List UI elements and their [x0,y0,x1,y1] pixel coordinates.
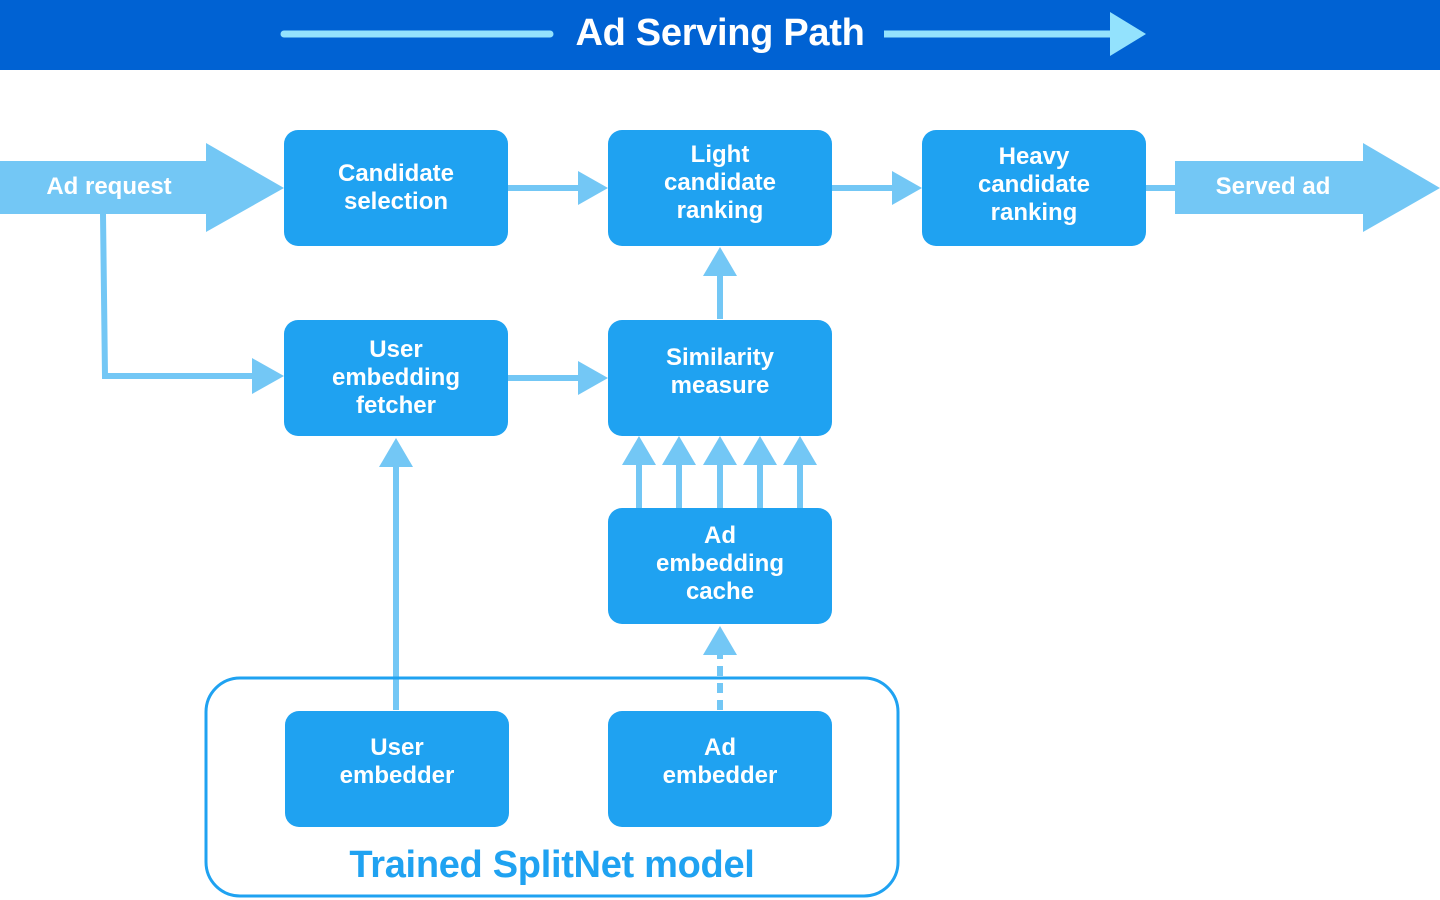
node-user-embedder[interactable]: User embedder [285,711,509,827]
edge-selection-to-light-head [578,171,608,205]
edge-cache-to-similarity-3-head [703,436,737,465]
node-user-embedding-fetcher-label: User embedding fetcher [331,336,460,419]
edge-light-to-heavy-head [892,171,922,205]
model-group-label: Trained SplitNet model [349,844,755,886]
node-ad-embedding-cache-label: Ad embedding cache [655,522,784,605]
node-user-embedding-fetcher[interactable]: User embedding fetcher [284,320,508,436]
node-user-embedder-label: User embedder [339,734,455,789]
node-ad-embedding-cache[interactable]: Ad embedding cache [608,508,832,624]
header-arrow-head [1110,12,1146,56]
node-ad-embedder[interactable]: Ad embedder [608,711,832,827]
edge-cache-to-similarity-2-head [662,436,696,465]
header-arrow [280,12,1146,56]
node-candidate-selection[interactable]: Candidate selection [284,130,508,246]
edge-ad-embedder-to-cache-head [703,626,737,655]
node-similarity-measure-label: Similarity measure [665,344,775,399]
node-heavy-candidate-ranking[interactable]: Heavy candidate ranking [922,130,1146,246]
edge-embedder-to-fetcher-head [379,438,413,467]
node-heavy-candidate-ranking-label: Heavy candidate ranking [977,143,1091,226]
served-ad-arrow [1175,143,1440,232]
header-title: Ad Serving Path [575,12,865,54]
ad-request-arrow [0,143,284,232]
edge-request-to-fetcher [100,213,256,379]
model-group-outline [204,676,900,898]
edge-cache-to-similarity-5-head [783,436,817,465]
header-bar: Ad Serving Path [0,0,1440,70]
node-light-candidate-ranking-label: Light candidate ranking [663,141,777,224]
node-similarity-measure[interactable]: Similarity measure [608,320,832,436]
edge-fetcher-to-similarity-head [578,361,608,395]
edge-similarity-to-light-head [703,247,737,276]
edge-request-to-fetcher-head [252,358,284,394]
node-candidate-selection-label: Candidate selection [337,160,454,215]
node-ad-embedder-label: Ad embedder [662,734,778,789]
edge-cache-to-similarity-4-head [743,436,777,465]
edge-cache-to-similarity-group [622,436,817,508]
node-light-candidate-ranking[interactable]: Light candidate ranking [608,130,832,246]
ad-request-label: Ad request [46,173,172,200]
edge-cache-to-similarity-1-head [622,436,656,465]
served-ad-label: Served ad [1215,173,1331,200]
